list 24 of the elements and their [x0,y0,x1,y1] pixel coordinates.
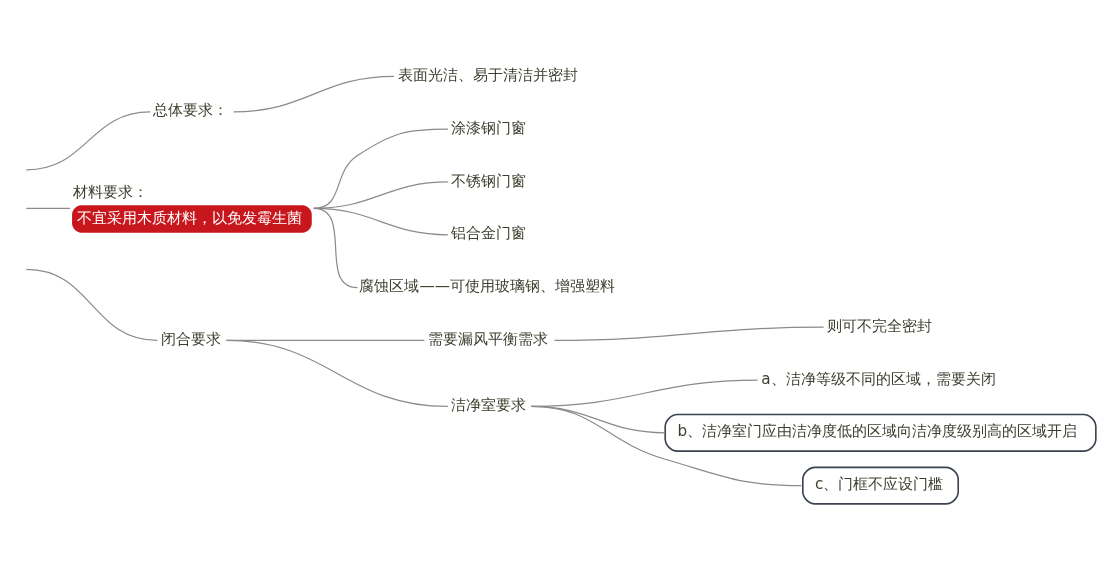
node-text: 则可不完全密封 [826,316,932,335]
node-text: 需要漏风平衡需求 [428,329,549,348]
node-text: 表面光洁、易于清洁并密封 [397,65,578,84]
node-text: 闭合要求 [160,329,221,348]
node-text: a、洁净等级不同的区域，需要关闭 [761,369,996,388]
node-box: c、门框不应设门槛 [802,466,960,505]
node-text: 总体要求： [153,101,229,120]
node-text: 不锈钢门窗 [450,171,526,190]
connector [553,326,825,342]
connector [313,207,359,289]
node-label: 材料要求： [73,183,149,202]
connector [530,405,802,487]
node-box: 不宜采用木质材料，以免发霉生菌 [72,205,312,233]
node-text: 涂漆钢门窗 [450,118,526,137]
connector [25,207,71,209]
connector [232,75,395,113]
node-box: b、洁净室门应由洁净度低的区域向洁净度级别高的区域开启 [664,413,1097,452]
node-text: 腐蚀区域——可使用玻璃钢、增强塑料 [359,277,615,296]
connector [225,339,449,408]
connector [313,128,449,209]
node-text: 铝合金门窗 [450,224,526,243]
connector [25,111,151,171]
connector [25,268,158,342]
node-text: 洁净室要求 [450,395,526,414]
